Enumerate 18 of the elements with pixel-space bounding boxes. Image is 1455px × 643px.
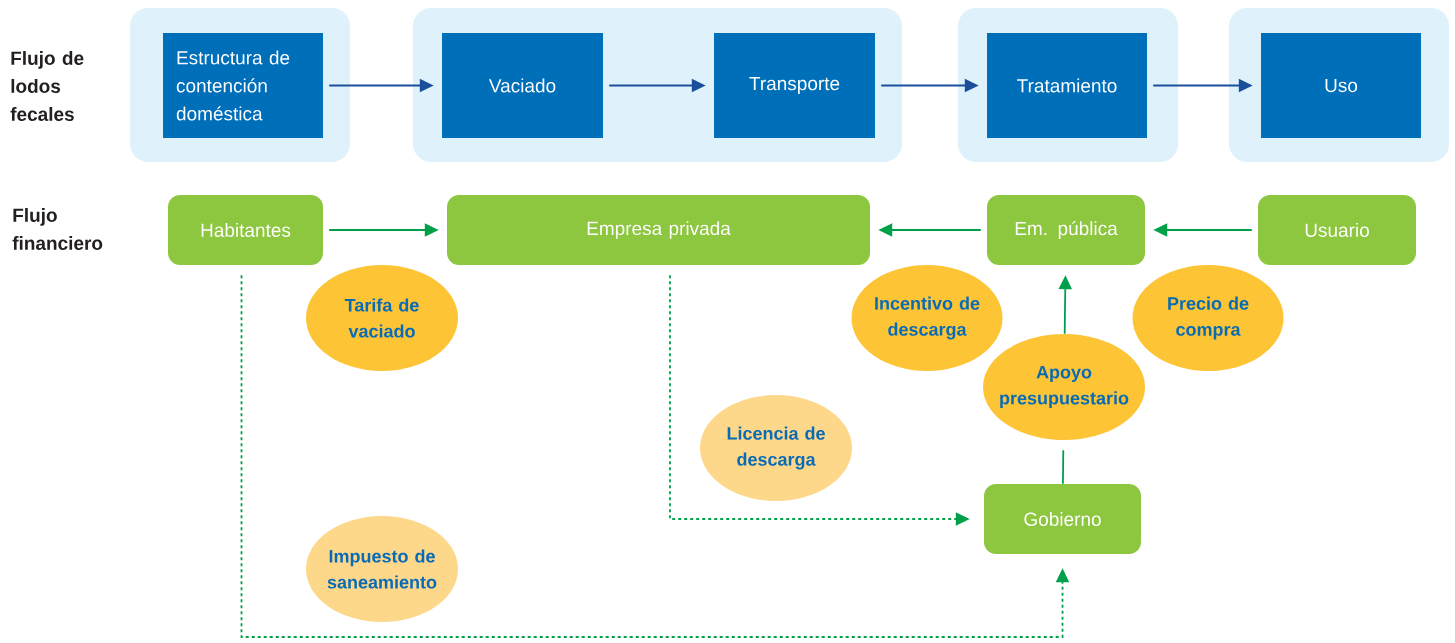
- actor-box: Gobierno: [984, 484, 1141, 554]
- payment-oval: Impuesto de saneamiento: [306, 516, 458, 622]
- actor-box: Usuario: [1258, 195, 1416, 265]
- payment-oval: Precio de compra: [1132, 265, 1284, 371]
- process-box: Uso: [1261, 33, 1421, 138]
- process-box: Transporte: [714, 33, 875, 138]
- process-box: Vaciado: [442, 33, 603, 138]
- row-label: Flujo de lodos fecales: [10, 51, 84, 121]
- payment-oval: Apoyo presupuestario: [983, 334, 1145, 440]
- payment-oval: Incentivo de descarga: [851, 265, 1003, 371]
- row-label: Flujo financiero: [12, 208, 103, 250]
- actor-box: Em. pública: [987, 195, 1145, 265]
- payment-oval: Licencia de descarga: [700, 395, 852, 501]
- process-box: Tratamiento: [987, 33, 1147, 138]
- payment-oval: Tarifa de vaciado: [306, 265, 458, 371]
- process-box: Estructura de contención doméstica: [163, 33, 323, 138]
- actor-box: Habitantes: [168, 195, 323, 265]
- actor-box: Empresa privada: [447, 195, 870, 265]
